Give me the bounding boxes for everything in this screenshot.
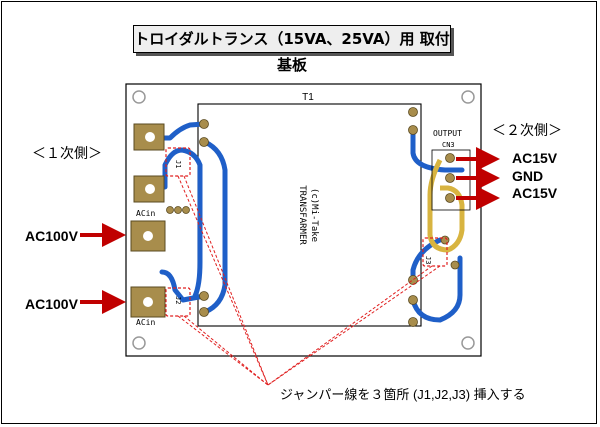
input-label-1: AC100V — [25, 228, 78, 244]
output-arrows — [456, 147, 500, 210]
pads — [166, 107, 460, 327]
secondary-side-label: ＜２次側＞ — [492, 122, 562, 138]
diagram-title: トロイダルトランス（15VA、25VA）用 取付基板 — [133, 25, 451, 74]
transformer-copyright: (c)Mi-Take — [309, 188, 319, 242]
transformer-ref: T1 — [302, 92, 314, 103]
output-label-2: AC15V — [512, 185, 558, 201]
primary-terminals — [130, 123, 166, 318]
output-ref: CN3 — [442, 141, 455, 149]
acin-label-2: ACin — [136, 318, 155, 327]
primary-side-label: ＜１次側＞ — [32, 145, 102, 161]
jumper-highlights — [165, 147, 448, 317]
jumper-ref-j3: J3 — [424, 256, 432, 264]
jumper-note: ジャンパー線を３箇所 (J1,J2,J3) 挿入する — [280, 387, 526, 402]
input-arrows — [80, 223, 126, 314]
output-label-gnd: GND — [512, 168, 544, 184]
input-label-2: AC100V — [25, 296, 78, 312]
transformer-text: TRANSFARMER — [297, 185, 307, 245]
output-label-1: AC15V — [512, 150, 558, 166]
jumper-ref-j1: J1 — [174, 160, 182, 168]
mounting-holes — [132, 90, 475, 350]
copper-traces — [147, 121, 465, 323]
acin-label-1: ACin — [136, 209, 155, 218]
jumper-ref-j2: J2 — [174, 296, 182, 304]
jumper-pointer-lines — [177, 175, 441, 386]
output-label: OUTPUT — [433, 129, 462, 138]
